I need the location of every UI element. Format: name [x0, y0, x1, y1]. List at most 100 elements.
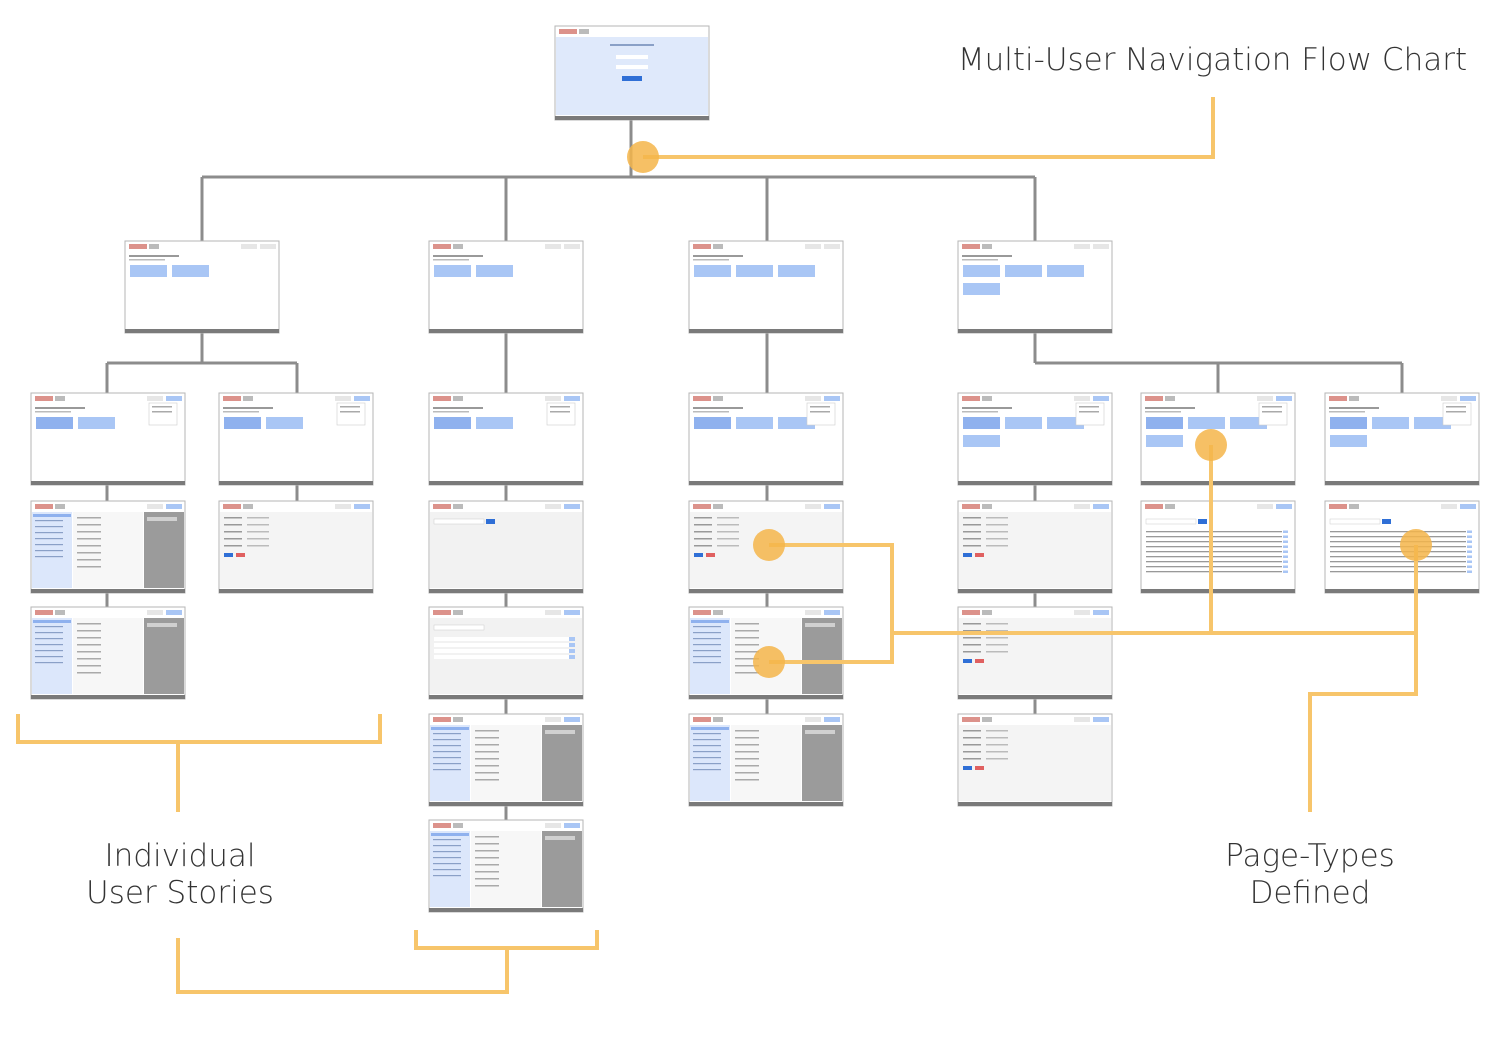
sidebar-item [433, 739, 461, 741]
logo-mark [693, 610, 711, 615]
menu-tile [736, 265, 773, 277]
screen-footer [429, 481, 583, 485]
nav-button [805, 504, 821, 509]
welcome-text [433, 407, 483, 409]
form-value [986, 538, 1008, 540]
save-button [694, 553, 703, 557]
dropdown-menu [1442, 402, 1472, 426]
detail-field [735, 772, 759, 774]
detail-field [735, 751, 759, 753]
password-field [616, 65, 648, 69]
detail-field [475, 843, 499, 845]
row-action [569, 643, 575, 647]
screen-thumbnail [688, 392, 844, 486]
form-value [247, 517, 269, 519]
screen-thumbnail [957, 500, 1113, 594]
sidebar-item [35, 556, 63, 558]
detail-field [77, 552, 101, 554]
table-row [1330, 561, 1466, 563]
logo-text [243, 396, 253, 401]
save-button [963, 553, 972, 557]
nav-button [1276, 504, 1292, 509]
nav-button [147, 610, 163, 615]
sidebar-item [693, 769, 721, 771]
nav-button [545, 717, 561, 722]
logo-mark [223, 504, 241, 509]
form-label [963, 531, 981, 533]
screen-footer [31, 481, 185, 485]
list-row [434, 655, 574, 659]
nav-button [354, 504, 370, 509]
nav-button [824, 717, 840, 722]
nav-button [354, 396, 370, 401]
welcome-text [693, 407, 743, 409]
nav-button [805, 717, 821, 722]
nav-button [564, 610, 580, 615]
menu-tile [736, 417, 773, 429]
side-panel [802, 725, 842, 801]
logo-mark [35, 396, 53, 401]
sidebar-item [433, 851, 461, 853]
save-button [963, 659, 972, 663]
screen-thumbnail [428, 500, 584, 594]
sidebar-item [433, 733, 461, 735]
nav-button [1441, 396, 1457, 401]
screen-footer [125, 329, 279, 333]
form-value [986, 651, 1008, 653]
logo-mark [129, 244, 147, 249]
sidebar-item [433, 869, 461, 871]
row-action [1467, 550, 1472, 553]
menu-tile [1146, 435, 1183, 447]
table-row [1146, 571, 1282, 573]
logo-text [713, 244, 723, 249]
row-action [1467, 530, 1472, 533]
nav-button [1276, 396, 1292, 401]
screen-footer [689, 329, 843, 333]
side-panel [802, 618, 842, 694]
sidebar-active [691, 620, 729, 623]
sidebar-item [35, 644, 63, 646]
table-row [1146, 556, 1282, 558]
save-button [224, 553, 233, 557]
logo-text [713, 396, 723, 401]
menu-tile [963, 435, 1000, 447]
detail-field [475, 850, 499, 852]
row-action [1467, 570, 1472, 573]
detail-field [77, 545, 101, 547]
logo-mark [1329, 504, 1347, 509]
sidebar-item [35, 526, 63, 528]
screen-footer [958, 329, 1112, 333]
menu-tile [963, 283, 1000, 295]
form-label [963, 751, 981, 753]
sidebar-item [35, 538, 63, 540]
detail-field [77, 538, 101, 540]
side-panel-header [805, 623, 835, 627]
form-label [963, 517, 981, 519]
menu-tile [1005, 417, 1042, 429]
form-label [963, 545, 981, 547]
sidebar-item [433, 769, 461, 771]
screen-footer [958, 481, 1112, 485]
detail-field [475, 730, 499, 732]
nav-button [1093, 244, 1109, 249]
search-input [433, 624, 485, 631]
nav-button [1257, 396, 1273, 401]
logo-mark [693, 396, 711, 401]
nav-button [1074, 244, 1090, 249]
welcome-subtext [129, 259, 165, 261]
highlight-dot [627, 141, 659, 173]
logo-mark [962, 396, 980, 401]
dropdown-menu [336, 402, 366, 426]
screen-frame [124, 240, 280, 334]
welcome-text [433, 255, 483, 257]
form-value [986, 517, 1008, 519]
sidebar-item [35, 650, 63, 652]
form-value [247, 545, 269, 547]
form-label [963, 623, 981, 625]
screen-thumbnail [428, 606, 584, 700]
form-value [247, 524, 269, 526]
logo-mark [559, 29, 577, 34]
list-row [434, 643, 574, 647]
logo-mark [433, 504, 451, 509]
dropdown-menu [546, 402, 576, 426]
